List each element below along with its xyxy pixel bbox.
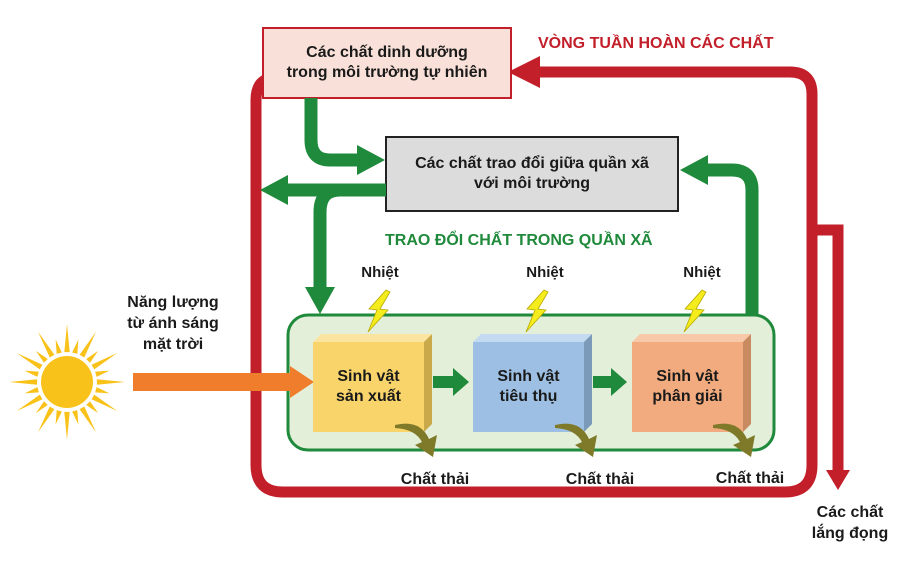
lightning-icon — [683, 289, 707, 333]
energy-line-2: từ ánh sáng — [127, 314, 219, 332]
sun-ray — [86, 350, 99, 363]
sun-ray — [96, 379, 125, 385]
sun-ray — [35, 350, 48, 363]
sun-ray — [91, 394, 118, 411]
lightning-icon — [367, 289, 391, 333]
nutrients-to-exchange-arrow — [304, 98, 360, 167]
heat-label-consumer: Nhiệt — [526, 264, 564, 281]
sun-ray — [35, 401, 48, 414]
sun-icon — [9, 324, 125, 440]
exchange-line-2: với môi trường — [473, 175, 591, 192]
energy-label: Năng lượng từ ánh sáng mặt trời — [118, 293, 228, 355]
sun-ray — [95, 387, 110, 394]
consumer-to-decomposer-arrow — [593, 368, 627, 396]
sun-ray — [95, 370, 110, 377]
sun-ray — [16, 394, 43, 411]
exchange-to-community-arrow — [313, 183, 341, 290]
sun-ray — [24, 387, 39, 394]
community-to-exchange-arrow — [705, 163, 759, 318]
producer-label: Sinh vật sản xuất — [313, 342, 424, 432]
energy-line-3: mặt trời — [142, 335, 204, 353]
producer-line-1: Sinh vật — [337, 368, 400, 385]
community-to-exchange-arrowhead — [680, 155, 708, 185]
waste-label-consumer: Chất thải — [565, 471, 635, 488]
nutrients-line-2: trong môi trường tự nhiên — [286, 64, 488, 81]
community-title: TRAO ĐỔI CHẤT TRONG QUẦN XÃ — [385, 232, 653, 249]
nutrients-box-label: Các chất dinh dưỡng trong môi trường tự … — [263, 28, 511, 98]
sediment-line-2: lắng đọng — [811, 524, 889, 542]
energy-arrow — [133, 373, 293, 391]
sun-ray — [86, 401, 99, 414]
exchange-left-arrowhead — [260, 175, 288, 205]
waste-arrow — [395, 423, 437, 457]
energy-arrowhead — [290, 366, 314, 398]
sediment-line-1: Các chất — [816, 504, 884, 521]
consumer-line-1: Sinh vật — [497, 368, 560, 385]
producer-to-consumer-arrow — [433, 368, 469, 396]
decomposer-box — [632, 334, 751, 432]
sun-ray — [64, 324, 70, 353]
cycle-arrowhead — [508, 56, 540, 88]
sun-ray — [72, 410, 79, 425]
sun-ray — [55, 339, 62, 354]
sun-ray — [79, 331, 96, 358]
sun-disc — [41, 356, 93, 408]
exchange-box-label: Các chất trao đổi giữa quần xã với môi t… — [386, 137, 678, 211]
exchange-down-arrowhead — [305, 287, 335, 314]
sun-ray — [38, 406, 55, 433]
heat-label-producer: Nhiệt — [361, 264, 399, 281]
sediment-arrow — [812, 224, 844, 470]
exchange-line-1: Các chất trao đổi giữa quần xã — [415, 155, 649, 172]
waste-label-producer: Chất thải — [400, 471, 470, 488]
producer-box — [313, 334, 432, 432]
sediment-label: Các chất lắng đọng — [800, 503, 900, 545]
nutrients-to-exchange-arrowhead — [357, 145, 385, 175]
producer-line-2: sản xuất — [336, 388, 401, 405]
sun-ray — [91, 353, 118, 370]
cycle-title: VÒNG TUẦN HOÀN CÁC CHẤT — [538, 35, 774, 52]
consumer-line-2: tiêu thụ — [499, 388, 558, 405]
consumer-box — [473, 334, 592, 432]
decomposer-line-2: phân giải — [652, 388, 723, 405]
consumer-label: Sinh vật tiêu thụ — [473, 342, 584, 432]
sun-ray — [55, 410, 62, 425]
sun-ray — [9, 379, 38, 385]
waste-arrow — [713, 423, 755, 457]
exchange-box — [385, 136, 679, 212]
waste-label-decomposer: Chất thải — [715, 470, 785, 487]
decomposer-line-1: Sinh vật — [656, 368, 719, 385]
decomposer-label: Sinh vật phân giải — [632, 342, 743, 432]
nutrients-line-1: Các chất dinh dưỡng — [306, 44, 468, 61]
energy-line-1: Năng lượng — [127, 294, 219, 311]
sun-ray — [16, 353, 43, 370]
sun-ray — [38, 331, 55, 358]
sediment-arrowhead — [826, 470, 850, 490]
sun-ray — [72, 339, 79, 354]
sun-ray — [24, 370, 39, 377]
lightning-icon — [525, 289, 549, 333]
sun-ray — [64, 411, 70, 440]
cycle-loop-arrow — [250, 66, 818, 498]
waste-arrow — [555, 423, 597, 457]
heat-label-decomposer: Nhiệt — [683, 264, 721, 281]
sun-ray — [79, 406, 96, 433]
nutrients-box — [262, 27, 512, 99]
